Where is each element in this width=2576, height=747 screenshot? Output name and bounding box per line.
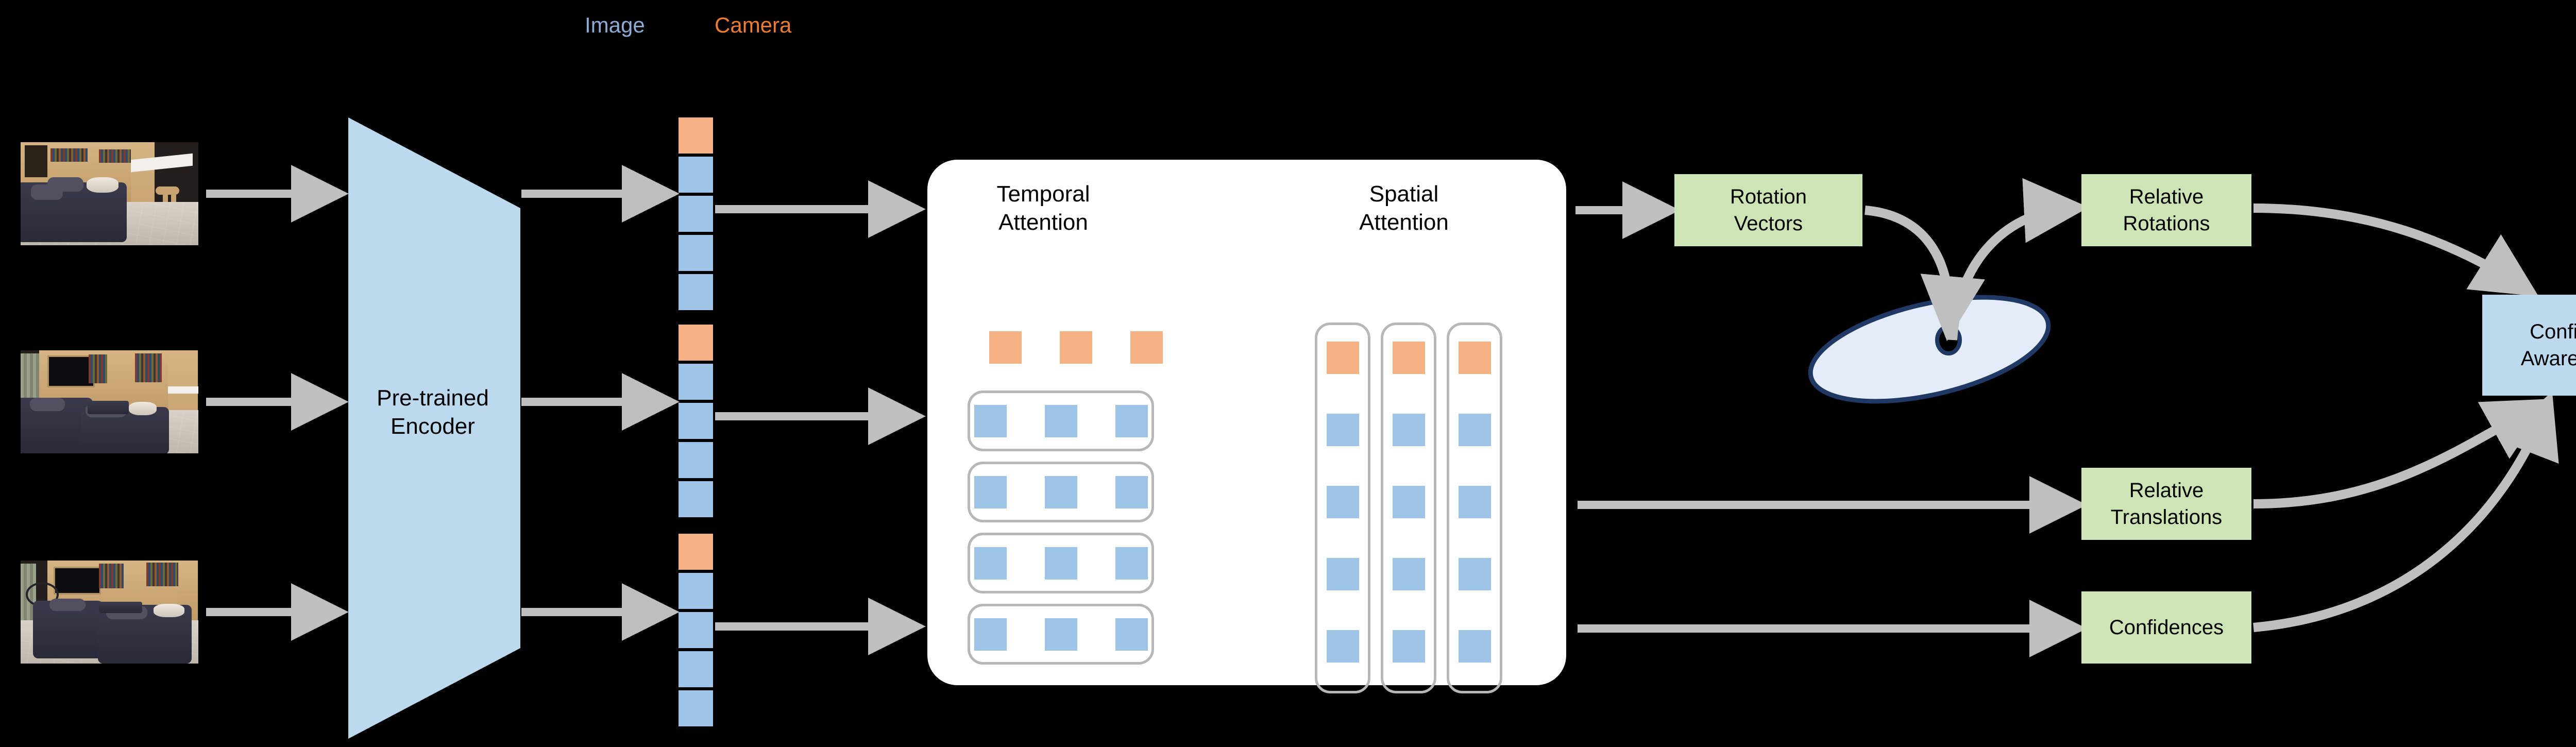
image-token bbox=[1326, 630, 1359, 663]
token-stack-1 bbox=[679, 117, 713, 313]
image-token bbox=[1044, 547, 1077, 580]
temporal-group-row-1 bbox=[968, 391, 1154, 451]
camera-token bbox=[1060, 331, 1092, 364]
image-token bbox=[974, 404, 1007, 437]
image-token bbox=[679, 274, 713, 310]
image-token bbox=[679, 364, 713, 400]
image-token bbox=[1115, 404, 1148, 437]
relative-translations-line1: Relative bbox=[2129, 479, 2204, 502]
confidences-line1: Confidences bbox=[2109, 616, 2224, 639]
spatial-group-col-2 bbox=[1381, 322, 1436, 693]
arrow-relative-rotations-to-losses bbox=[2253, 203, 2539, 297]
camera-token bbox=[1130, 331, 1163, 364]
confidence-aware-losses-line1: Confidence- bbox=[2530, 320, 2576, 343]
image-token bbox=[1458, 414, 1491, 446]
camera-token bbox=[679, 117, 713, 154]
rotation-vectors-line2: Vectors bbox=[1734, 212, 1803, 235]
arrow-confidences-to-losses bbox=[2253, 391, 2559, 632]
rotation-manifold-ellipse bbox=[1808, 295, 2051, 404]
temporal-group-row-2 bbox=[968, 462, 1154, 522]
input-frame-2 bbox=[21, 350, 198, 453]
arrow-relative-translations-to-losses bbox=[2253, 399, 2551, 508]
temporal-group-row-3 bbox=[968, 533, 1154, 593]
encoder-label-line2: Encoder bbox=[391, 413, 475, 439]
temporal-attention-title: Temporal Attention bbox=[958, 180, 1128, 236]
relative-translations-box: Relative Translations bbox=[2081, 468, 2251, 540]
encoder-label-line1: Pre-trained bbox=[377, 385, 489, 411]
confidence-aware-losses-box: Confidence- Aware Losses bbox=[2482, 295, 2576, 396]
image-token bbox=[1392, 486, 1425, 518]
legend-camera-label: Camera bbox=[715, 13, 792, 37]
spatial-title-line1: Spatial bbox=[1369, 181, 1439, 207]
image-token bbox=[1392, 630, 1425, 663]
token-stack-2 bbox=[679, 325, 713, 520]
confidence-aware-losses-line2: Aware Losses bbox=[2520, 347, 2576, 370]
camera-token bbox=[1326, 342, 1359, 374]
image-token bbox=[679, 157, 713, 193]
input-frame-3 bbox=[21, 561, 198, 664]
image-token bbox=[679, 651, 713, 687]
rotation-vectors-box: Rotation Vectors bbox=[1674, 174, 1862, 246]
arrow-rotation-vectors-to-manifold bbox=[1865, 206, 1986, 342]
image-token bbox=[1115, 547, 1148, 580]
image-token bbox=[1115, 618, 1148, 651]
image-token bbox=[1392, 558, 1425, 590]
image-token bbox=[1115, 476, 1148, 508]
image-token bbox=[679, 196, 713, 232]
token-stack-3 bbox=[679, 534, 713, 729]
image-token bbox=[1458, 630, 1491, 663]
confidences-box: Confidences bbox=[2081, 591, 2251, 664]
rotation-vectors-line1: Rotation bbox=[1730, 185, 1807, 208]
image-token bbox=[679, 235, 713, 271]
spatial-group-col-3 bbox=[1447, 322, 1502, 693]
image-token bbox=[1326, 486, 1359, 518]
temporal-title-line1: Temporal bbox=[996, 181, 1090, 207]
image-token bbox=[679, 573, 713, 609]
image-token bbox=[1326, 558, 1359, 590]
image-token bbox=[974, 547, 1007, 580]
image-token bbox=[1044, 476, 1077, 508]
spatial-title-line2: Attention bbox=[1359, 209, 1449, 235]
relative-rotations-line2: Rotations bbox=[2123, 212, 2210, 235]
image-token bbox=[1044, 404, 1077, 437]
image-token bbox=[679, 690, 713, 726]
relative-rotations-box: Relative Rotations bbox=[2081, 174, 2251, 246]
arrow-manifold-to-relative-rotations bbox=[1948, 178, 2089, 341]
image-token bbox=[679, 612, 713, 648]
temporal-group-row-4 bbox=[968, 604, 1154, 665]
spatial-group-col-1 bbox=[1315, 322, 1370, 693]
camera-token bbox=[679, 325, 713, 361]
camera-token bbox=[1392, 342, 1425, 374]
legend-image-label: Image bbox=[585, 13, 645, 37]
image-token bbox=[974, 476, 1007, 508]
pre-trained-encoder-shape bbox=[348, 117, 520, 739]
camera-token bbox=[989, 331, 1022, 364]
camera-token bbox=[1458, 342, 1491, 374]
image-token bbox=[1392, 414, 1425, 446]
pre-trained-encoder-label: Pre-trained Encoder bbox=[361, 384, 505, 440]
image-token bbox=[679, 442, 713, 478]
image-token bbox=[974, 618, 1007, 651]
relative-rotations-line1: Relative bbox=[2129, 185, 2204, 208]
image-token bbox=[679, 481, 713, 517]
temporal-title-line2: Attention bbox=[998, 209, 1088, 235]
image-token bbox=[1326, 414, 1359, 446]
image-token bbox=[1458, 558, 1491, 590]
image-token bbox=[1458, 486, 1491, 518]
image-token bbox=[1044, 618, 1077, 651]
relative-translations-line2: Translations bbox=[2110, 506, 2223, 529]
image-token bbox=[679, 403, 713, 439]
spatial-attention-title: Spatial Attention bbox=[1319, 180, 1489, 236]
input-frame-1 bbox=[21, 142, 198, 245]
camera-token bbox=[679, 534, 713, 570]
temporal-camera-token-row bbox=[989, 331, 1163, 364]
